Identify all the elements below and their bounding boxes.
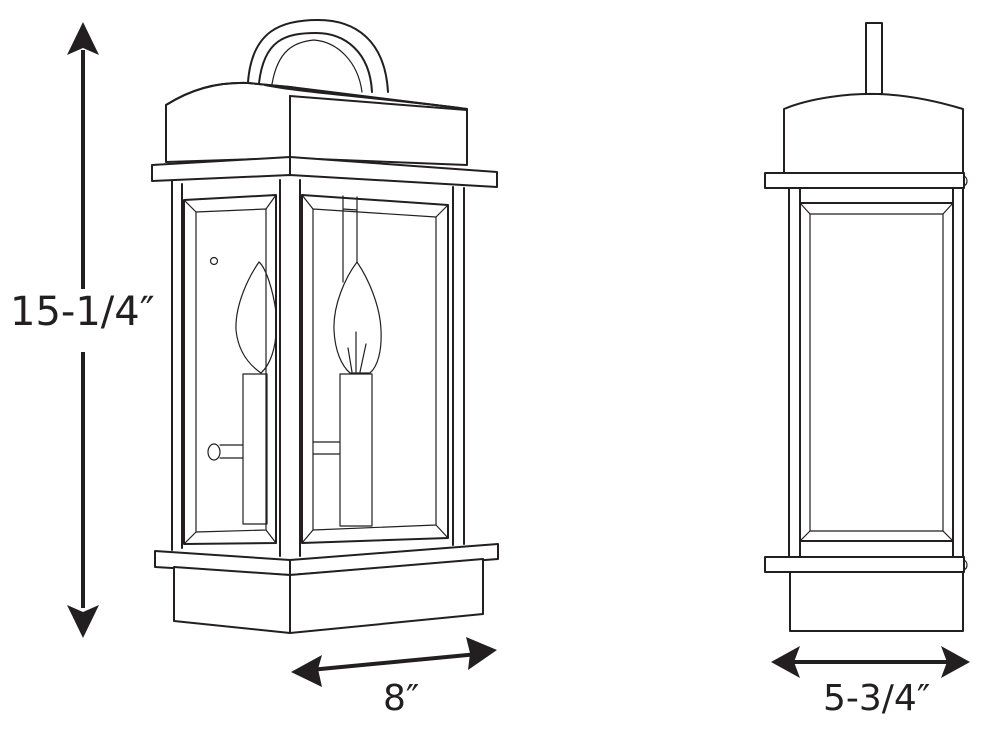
height-dimension-label: 15-1/4″ [8, 289, 157, 335]
front-lantern-view [151, 19, 499, 634]
mounting-rod [865, 22, 883, 95]
side-lantern-view [764, 22, 968, 632]
bottom-ledge [154, 543, 499, 576]
top-ledge [151, 156, 498, 188]
base-box [173, 558, 484, 634]
front-glass-panel [301, 186, 465, 546]
width-dimension-label: 8″ [383, 678, 420, 719]
width-dimension-arrow [291, 637, 497, 687]
roof-cap [165, 81, 468, 166]
height-dimension-arrow [67, 22, 99, 638]
corner-post [279, 179, 301, 557]
handle-arch [247, 19, 389, 93]
depth-dimension-label: 5-3/4″ [823, 678, 931, 719]
left-glass-panel [171, 180, 277, 551]
depth-dimension-arrow [771, 646, 970, 678]
